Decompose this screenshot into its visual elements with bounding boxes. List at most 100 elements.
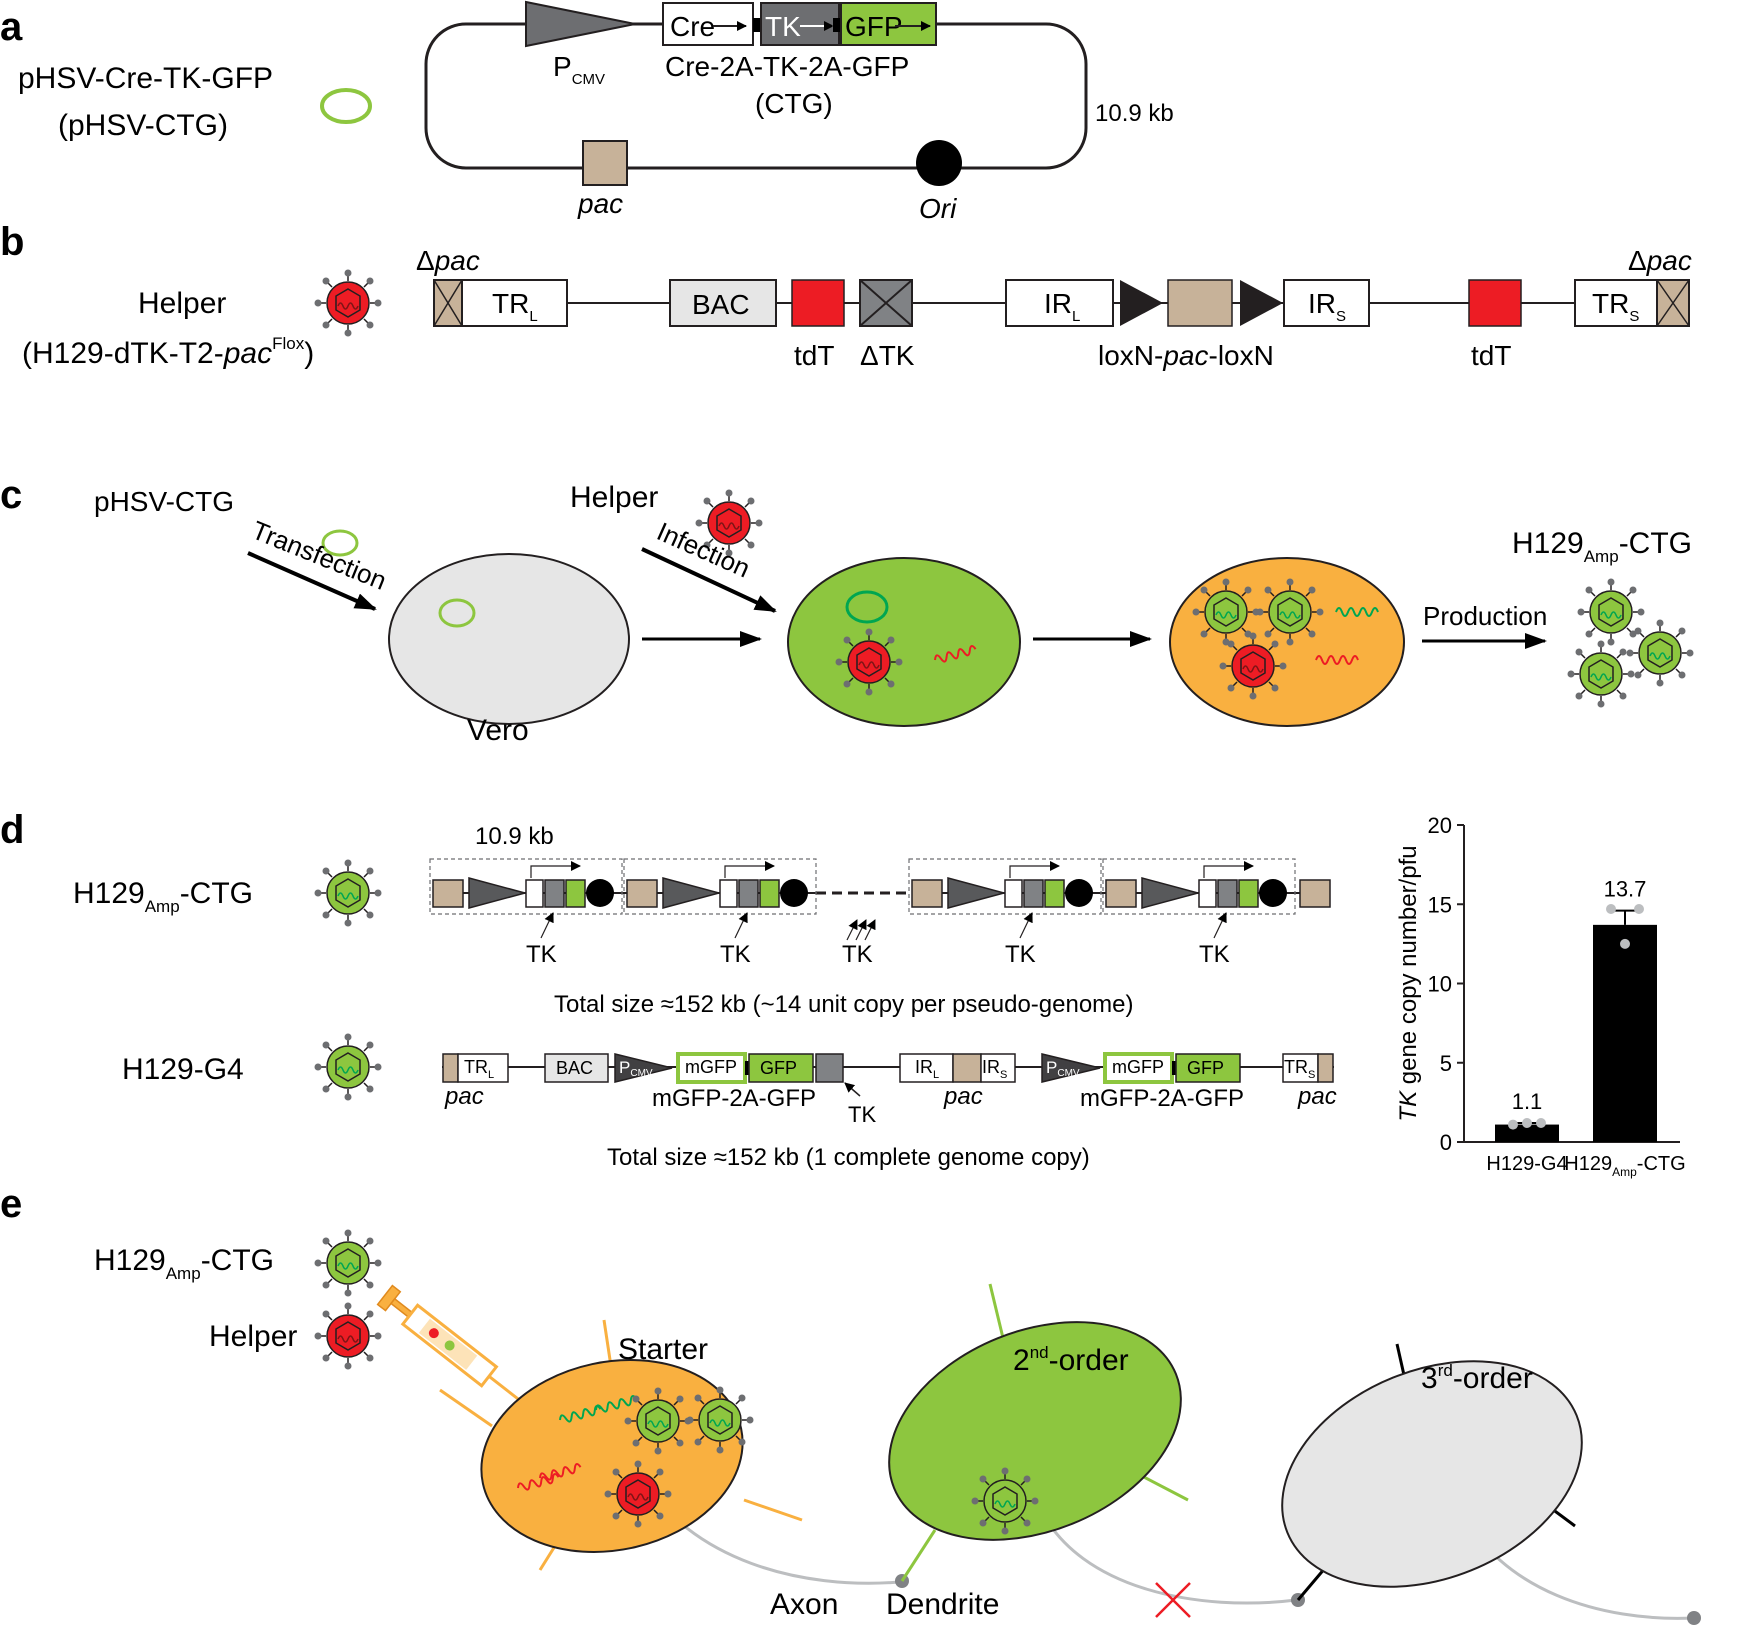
amp-tk-pointer-multi-2: [855, 919, 867, 941]
g4-gfp-1: [748, 1053, 814, 1083]
g4-mgfp-2: [1103, 1052, 1174, 1084]
g4-bac-box: [544, 1053, 609, 1083]
d-g4-total: Total size ≈152 kb (1 complete genome co…: [607, 1144, 1090, 1171]
cmv-promoter: [525, 0, 636, 48]
d-unit-size: 10.9 kb: [475, 823, 554, 850]
trs-label: TRS: [1592, 288, 1639, 325]
dpac-right-cross: [1656, 279, 1690, 327]
third-order-neuron: [1281, 1360, 1583, 1588]
d-amp-virus-icon: [313, 858, 383, 928]
cassette-label: Cre-2A-TK-2A-GFP: [665, 51, 909, 82]
amp-tk-pointer-3: [1019, 912, 1033, 939]
amp-pac-1: [432, 879, 464, 908]
g4-mgfp-2-label: mGFP: [1112, 1057, 1164, 1077]
cassette-abbr: (CTG): [755, 88, 833, 119]
amp-pac-3: [911, 879, 943, 908]
starter-neuron: [480, 1359, 744, 1553]
amp-tk-label-multi: TK: [842, 941, 873, 968]
synapse-3: [1687, 1611, 1701, 1625]
g4-trl-box: [457, 1053, 509, 1083]
tdt-label-1: tdT: [794, 340, 834, 371]
second-order-label: 2nd-order: [1013, 1343, 1129, 1377]
chart-xtick-label-2: H129Amp-CTG: [1564, 1153, 1685, 1179]
chart-ytick-label-10: 10: [1428, 972, 1452, 997]
axon-second: [1038, 1507, 1297, 1605]
dendrite-label: Dendrite: [886, 1588, 999, 1621]
irs-box: [1283, 279, 1370, 327]
chart-point-1-1: [1508, 1119, 1518, 1130]
starter-green-virus-1: [623, 1386, 693, 1456]
bac-label: BAC: [692, 289, 750, 320]
amp-unit-frame-2: [623, 858, 817, 915]
panel-label-e: e: [0, 1182, 22, 1226]
amp-gfp-1: [565, 879, 586, 908]
producer-red-virus: [1218, 631, 1288, 701]
g4-mgfp-1-label: mGFP: [685, 1057, 737, 1077]
trl-box: [461, 279, 568, 327]
dpac-left-cross: [433, 279, 463, 327]
plasmid-abbr: (pHSV-CTG): [58, 109, 228, 142]
trl-label: TRL: [492, 288, 538, 325]
amp-tss-3: [1009, 861, 1060, 878]
chart-point-1-2: [1522, 1117, 1532, 1128]
g4-trs-label: TRS: [1284, 1057, 1315, 1081]
plasmid-icon: [320, 88, 372, 124]
syringe-icon: [376, 1284, 532, 1411]
amp-cre-2: [719, 879, 738, 908]
e-helper-label: Helper: [209, 1320, 297, 1353]
panel-label-c: c: [0, 473, 22, 517]
irl-box: [1005, 279, 1114, 327]
panel-label-d: d: [0, 808, 24, 852]
pac-flox-box: [1167, 279, 1233, 327]
amp-tk-pointer-1: [540, 912, 554, 939]
dpac-left-label: Δpac: [416, 245, 480, 276]
c-product-virus-3: [1566, 639, 1636, 709]
axon-label: Axon: [770, 1588, 838, 1621]
g4-gfp-1-label: GFP: [760, 1058, 797, 1078]
g4-2a-1: [745, 1061, 749, 1075]
second-dendrite-3: [900, 1529, 937, 1582]
plasmid-name: pHSV-Cre-TK-GFP: [18, 62, 273, 95]
infected-helper-virus: [834, 627, 904, 697]
e-amp-virus-icon: [313, 1228, 383, 1298]
amp-tk-4: [1217, 879, 1238, 908]
helper-virus-icon: [313, 268, 383, 338]
g4-gfp-2: [1175, 1053, 1241, 1083]
amp-tk-pointer-multi-3: [864, 919, 876, 941]
vero-plasmid: [438, 598, 476, 628]
g4-trl-label: TRL: [464, 1057, 494, 1081]
producer-green-virus-1: [1191, 577, 1261, 647]
g4-cmv-2-label: PCMV: [1046, 1058, 1080, 1079]
ori-circle: [916, 140, 962, 186]
amp-cmv-2: [662, 877, 722, 909]
g4-pac-mid: [952, 1053, 982, 1083]
g4-tk-pointer: [844, 1082, 861, 1097]
g4-irl-box: [899, 1053, 954, 1083]
amp-gfp-4: [1238, 879, 1259, 908]
gfp-label: GFP: [845, 11, 903, 42]
loxn-right: [1240, 280, 1283, 326]
panel-label-a: a: [0, 5, 23, 49]
g4-pac-right-label: pac: [1297, 1083, 1337, 1110]
g4-pac-left: [442, 1053, 459, 1083]
amp-tk-3: [1023, 879, 1044, 908]
g4-pac-left-label: pac: [444, 1083, 484, 1110]
amp-ori-2: [780, 879, 808, 907]
g4-genome: TRL BAC PCMV mGFP GFP TK mGFP-2A-GFP pac…: [442, 1052, 1337, 1127]
starter-green-virus-2: [685, 1385, 755, 1455]
g4-gfp-2-label: GFP: [1187, 1058, 1224, 1078]
trs-box: [1574, 279, 1658, 327]
c-plasmid-icon: [321, 529, 359, 557]
c-product-virus-2: [1625, 618, 1695, 688]
irl-label: IRL: [1044, 288, 1080, 325]
g4-irs-box: [980, 1053, 1016, 1083]
chart-ytick-label-5: 5: [1440, 1051, 1452, 1076]
g4-bac-label: BAC: [556, 1058, 593, 1078]
transfection-arrow: [247, 551, 377, 611]
c-plasmid-label: pHSV-CTG: [94, 486, 234, 517]
amp-cmv-1: [468, 877, 528, 909]
amp-tk-label-1: TK: [526, 941, 557, 968]
c-product-label: H129Amp-CTG: [1512, 527, 1692, 566]
